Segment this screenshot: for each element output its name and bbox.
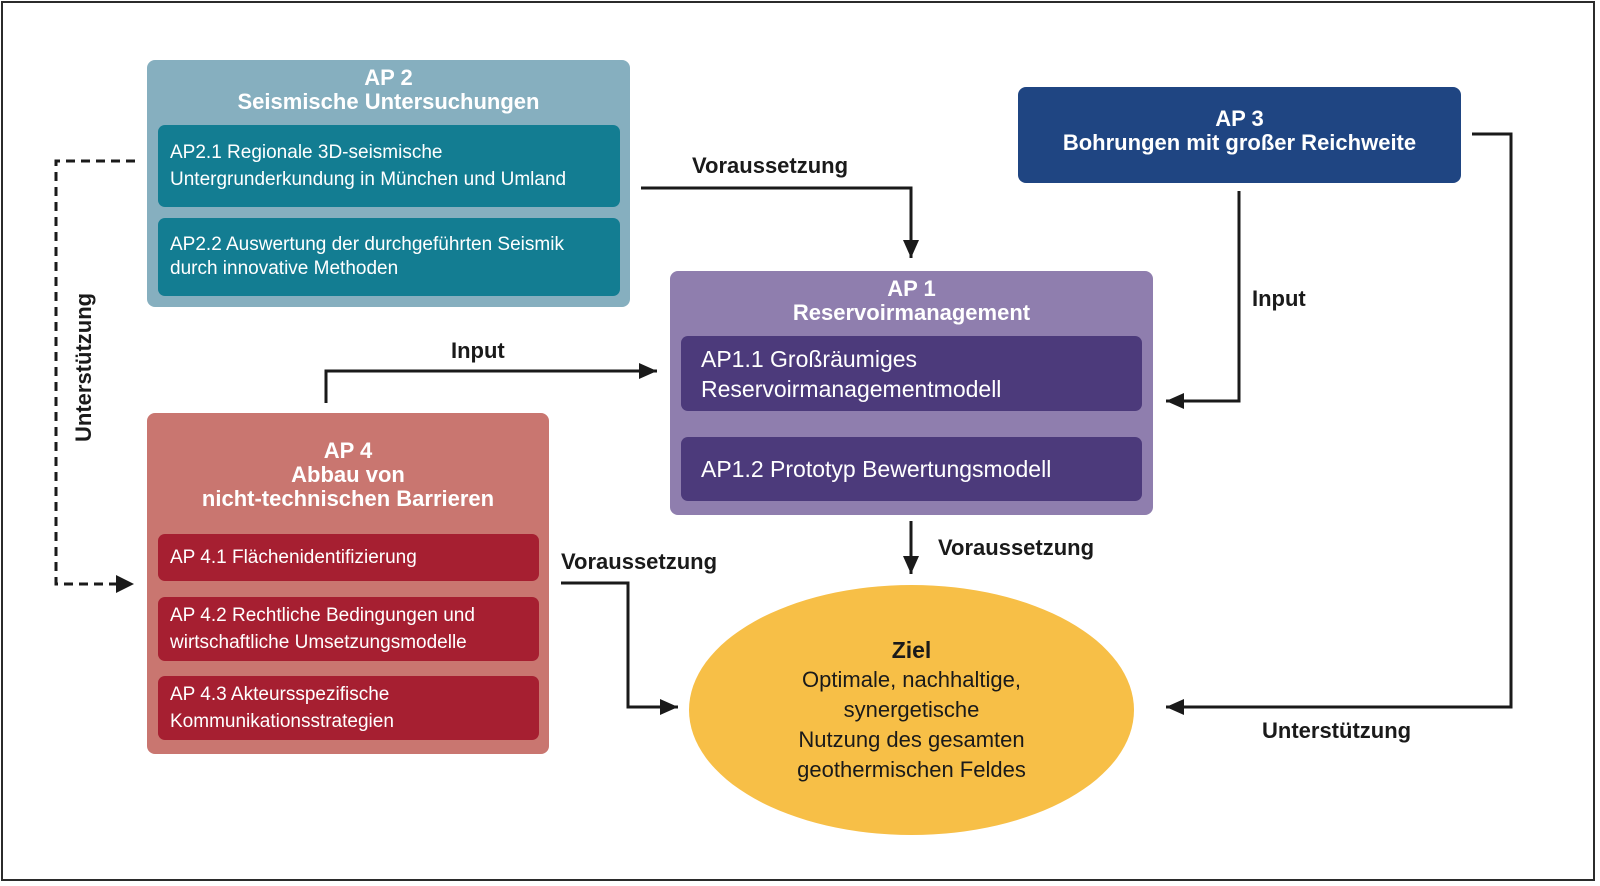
ap3-box[interactable]: AP 3 Bohrungen mit großer Reichweite <box>1018 87 1461 183</box>
arrowhead-ap4-dashed <box>116 575 134 593</box>
ap2-box[interactable]: AP 2 Seismische Untersuchungen AP2.1 Reg… <box>147 60 630 307</box>
ap1-title-text: Reservoirmanagement <box>792 300 1031 325</box>
ap1-2-line1: AP1.2 Prototyp Bewertungsmodell <box>701 456 1052 482</box>
ap1-1-subtask[interactable]: AP1.1 Großräumiges Reservoirmanagementmo… <box>681 336 1142 411</box>
ap4-2-line2: wirtschaftliche Umsetzungsmodelle <box>170 632 467 653</box>
label-ap3-to-goal: Unterstützung <box>1262 718 1412 743</box>
label-ap4-to-ap1: Input <box>451 338 505 363</box>
ap2-2-subtask[interactable]: AP2.2 Auswertung der durchgeführten Seis… <box>158 218 620 296</box>
ap1-title: AP 1 Reservoirmanagement <box>670 271 1153 325</box>
goal-line-1: Optimale, nachhaltige, <box>802 667 1021 692</box>
ap4-2-line1: AP 4.2 Rechtliche Bedingungen und <box>170 605 475 626</box>
label-ap4-to-goal: Voraussetzung <box>561 549 718 574</box>
ap2-2-line2: durch innovative Methoden <box>170 258 399 279</box>
label-ap2-to-ap4: Unterstützung <box>71 292 96 442</box>
ap4-title-number: AP 4 <box>323 438 373 463</box>
ap4-1-line1: AP 4.1 Flächenidentifizierung <box>170 547 417 568</box>
ap2-1-subtask[interactable]: AP2.1 Regionale 3D-seismische Untergrund… <box>158 125 620 207</box>
connector-ap4-to-goal <box>561 581 678 715</box>
ap1-1-line1: AP1.1 Großräumiges <box>701 345 918 372</box>
ap4-box[interactable]: AP 4 Abbau von nicht-technischen Barrier… <box>147 413 549 754</box>
connector-ap2-to-ap1 <box>641 186 919 258</box>
goal-title: Ziel <box>891 637 932 663</box>
ap4-2-subtask[interactable]: AP 4.2 Rechtliche Bedingungen und wirtsc… <box>158 597 539 661</box>
ap1-box[interactable]: AP 1 Reservoirmanagement AP1.1 Großräumi… <box>670 271 1153 515</box>
ap3-title: AP 3 Bohrungen mit großer Reichweite <box>1018 87 1461 155</box>
ap3-title-number: AP 3 <box>1215 106 1264 131</box>
ap2-title: AP 2 Seismische Untersuchungen <box>147 60 630 114</box>
ap2-1-line2: Untergrunderkundung in München und Umlan… <box>170 169 567 190</box>
ap4-3-subtask[interactable]: AP 4.3 Akteursspezifische Kommunikations… <box>158 676 539 740</box>
ap1-1-line2: Reservoirmanagementmodell <box>701 375 1002 402</box>
ap4-title: AP 4 Abbau von nicht-technischen Barrier… <box>147 413 549 511</box>
ap3-title-text: Bohrungen mit großer Reichweite <box>1062 130 1417 155</box>
ap2-title-number: AP 2 <box>364 65 413 90</box>
goal-line-3: Nutzung des gesamten <box>798 727 1025 752</box>
goal-line-2: synergetische <box>843 697 980 722</box>
connector-ap3-to-goal <box>1166 132 1513 715</box>
connector-ap4-to-ap1 <box>324 363 657 403</box>
goal-ellipse[interactable]: Ziel Optimale, nachhaltige, synergetisch… <box>689 585 1134 835</box>
ap4-title-line3: nicht-technischen Barrieren <box>201 486 495 511</box>
label-ap1-to-goal: Voraussetzung <box>938 535 1095 560</box>
ap4-1-subtask[interactable]: AP 4.1 Flächenidentifizierung <box>158 534 539 581</box>
ap2-2-line1: AP2.2 Auswertung der durchgeführten Seis… <box>170 234 564 255</box>
label-ap3-to-ap1: Input <box>1252 286 1306 311</box>
label-ap2-to-ap1: Voraussetzung <box>692 153 849 178</box>
ap1-title-number: AP 1 <box>887 276 936 301</box>
goal-line-4: geothermischen Feldes <box>797 757 1026 782</box>
ap4-3-line1: AP 4.3 Akteursspezifische <box>170 684 390 705</box>
ap4-title-line2: Abbau von <box>291 462 405 487</box>
ap4-3-line2: Kommunikationsstrategien <box>170 711 394 732</box>
connector-ap3-to-ap1 <box>1166 191 1241 409</box>
ap1-2-subtask[interactable]: AP1.2 Prototyp Bewertungsmodell <box>681 437 1142 501</box>
ap2-1-line1: AP2.1 Regionale 3D-seismische <box>170 142 443 163</box>
ap2-title-text: Seismische Untersuchungen <box>237 89 540 114</box>
connector-ap2-to-ap4-dashed <box>54 159 135 586</box>
